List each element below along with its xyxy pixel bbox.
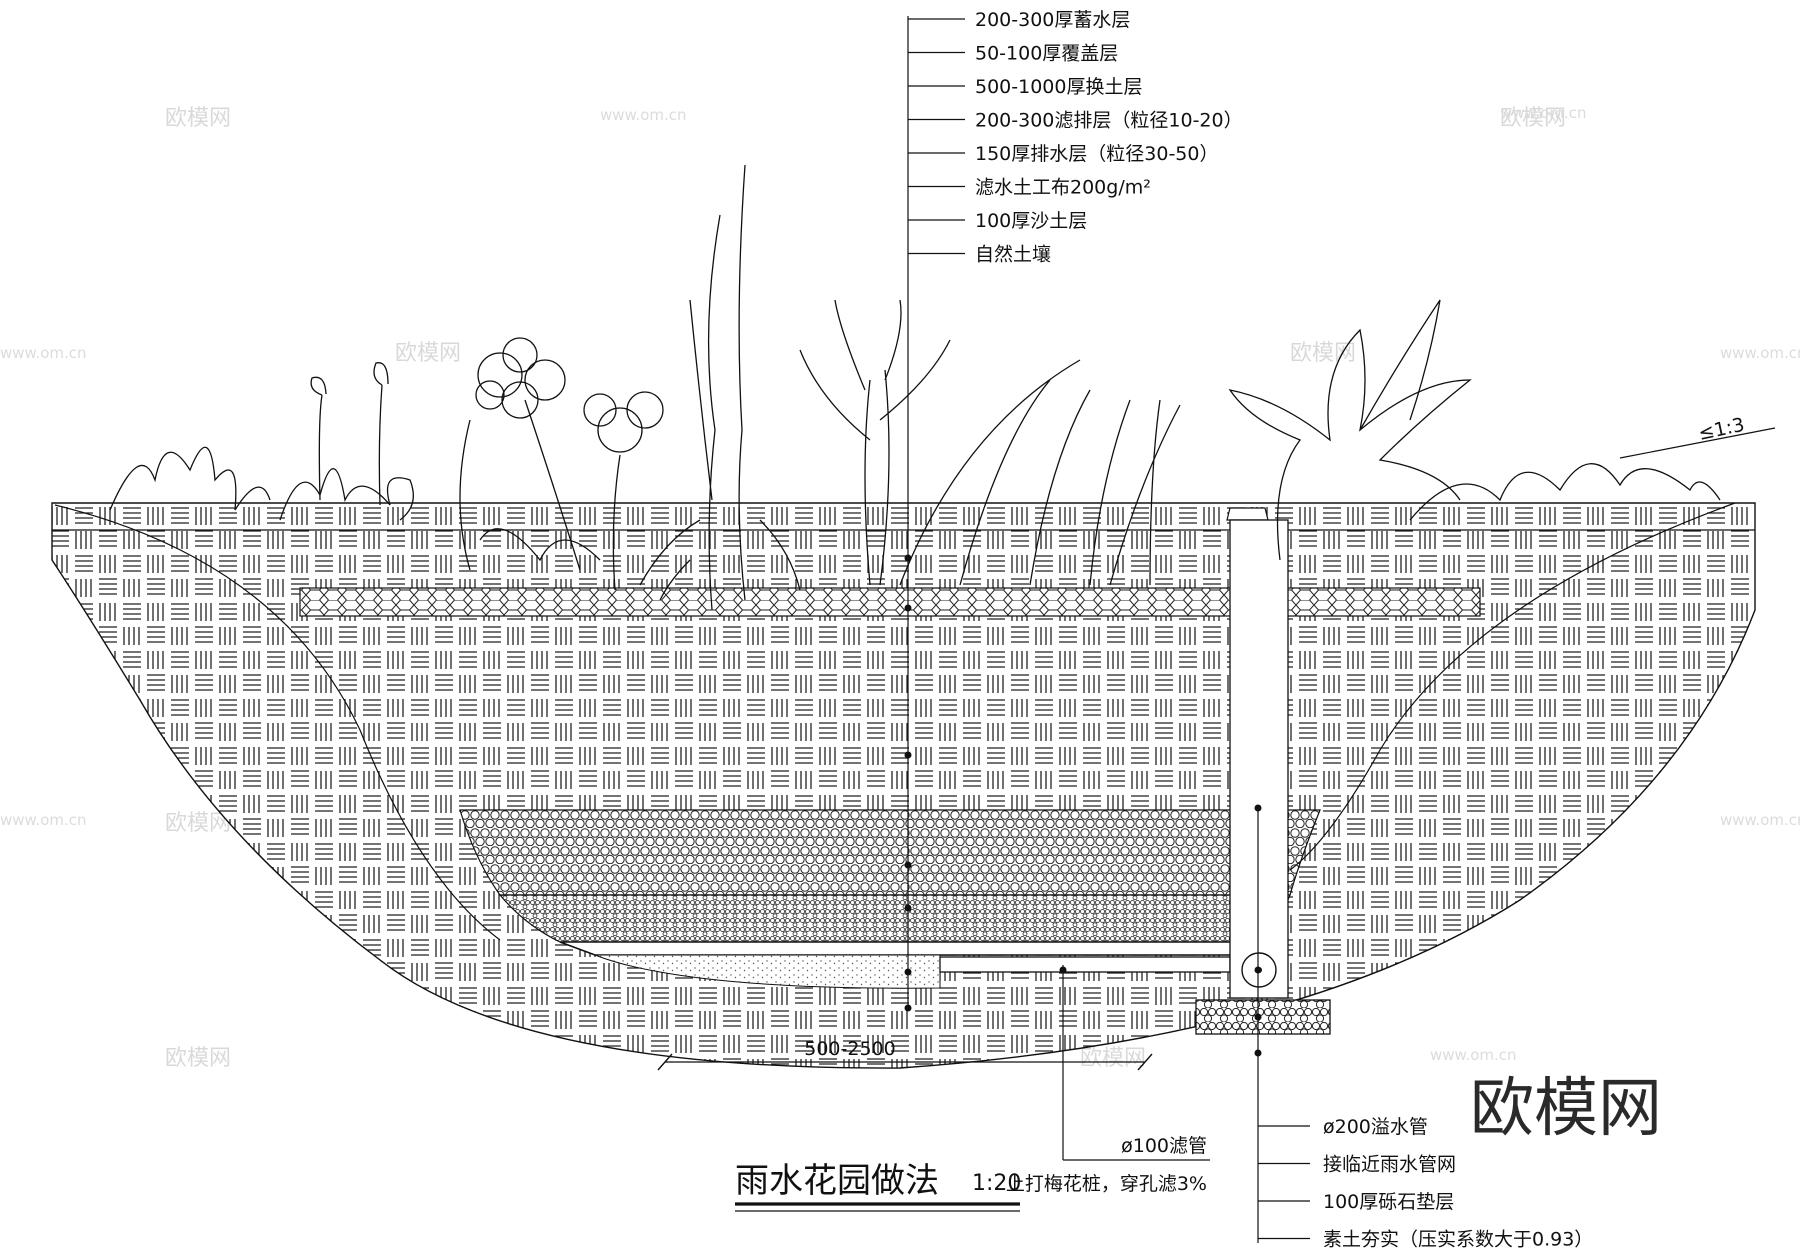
slope-curve-left [54, 504, 501, 941]
watermark-brand: 欧模网 [1080, 1046, 1146, 1071]
overflow-callout-label: 100厚砾石垫层 [1323, 1191, 1454, 1213]
layer-callout-label: 滤水土工布200g/m² [975, 177, 1151, 199]
drainage-layer [498, 894, 1291, 943]
pipe-callout-name: ø100滤管 [1121, 1135, 1207, 1157]
overflow-callout-label: 素土夯实（压实系数大于0.93） [1323, 1229, 1593, 1251]
watermark-brand: 欧模网 [165, 106, 231, 131]
slope-curve-right [1289, 502, 1736, 871]
watermark-url: www.om.cn [1720, 344, 1800, 362]
overflow-pipe-cap [1226, 507, 1269, 521]
watermark-url: www.om.cn [1720, 811, 1800, 829]
sand-layer [594, 954, 941, 989]
mulch-layer [299, 587, 1481, 617]
filter-drain-layer [459, 809, 1321, 896]
layer-callout-label: 100厚沙土层 [975, 210, 1087, 232]
overflow-leader-dot [1254, 1013, 1262, 1021]
layer-callout-label: 200-300厚蓄水层 [975, 9, 1130, 31]
filter-pipe [939, 956, 1231, 973]
gravel-pad [1195, 999, 1331, 1035]
overflow-leader-dot [1254, 966, 1262, 974]
drawing-title: 雨水花园做法 [735, 1161, 939, 1201]
slope-leader [1619, 427, 1776, 459]
watermark-url: www.om.cn [0, 811, 87, 829]
layer-callout-label: 150厚排水层（粒径30-50） [975, 143, 1218, 165]
watermark-url: www.om.cn [1430, 1046, 1517, 1064]
watermark-brand: 欧模网 [165, 811, 231, 836]
watermark-brand: 欧模网 [395, 341, 461, 366]
overflow-callout-label: 接临近雨水管网 [1323, 1154, 1456, 1176]
overflow-leader-dot [1254, 804, 1262, 812]
brand-watermark: 欧模网 [1470, 1072, 1662, 1146]
drawing-scale: 1:20 [972, 1171, 1021, 1196]
dimension-label: 500-2500 [804, 1038, 895, 1060]
geotextile [559, 941, 1272, 956]
pipe-callout-note: 上打梅花桩，穿孔滤3% [1006, 1173, 1207, 1195]
layer-callout-label: 自然土壤 [975, 244, 1051, 266]
layer-callout-label: 500-1000厚换土层 [975, 76, 1142, 98]
layer-callout-label: 200-300滤排层（粒径10-20） [975, 110, 1243, 132]
natural-soil [51, 502, 1756, 1069]
dimension-tick-left [657, 1053, 673, 1071]
overflow-leader-dot [1254, 1049, 1262, 1057]
watermark-brand: 欧模网 [1290, 341, 1356, 366]
overflow-pipe [1229, 519, 1289, 999]
watermark-url: www.om.cn [1500, 104, 1587, 122]
slope-label: ≤1:3 [1696, 414, 1746, 445]
watermark-url: www.om.cn [0, 344, 87, 362]
layer-callout-label: 50-100厚覆盖层 [975, 43, 1118, 65]
layer-callouts: 200-300厚蓄水层 50-100厚覆盖层 500-1000厚换土层 200-300… [904, 9, 1243, 1012]
pipe-leader-dot [1059, 966, 1067, 974]
dimension-tick-right [1137, 1053, 1153, 1071]
overflow-callout-label: ø200溢水管 [1323, 1116, 1428, 1138]
watermark-brand: 欧模网 [1500, 106, 1566, 131]
watermark-brand: 欧模网 [165, 1046, 231, 1071]
watermark-url: www.om.cn [600, 106, 687, 124]
plants [109, 164, 1721, 611]
